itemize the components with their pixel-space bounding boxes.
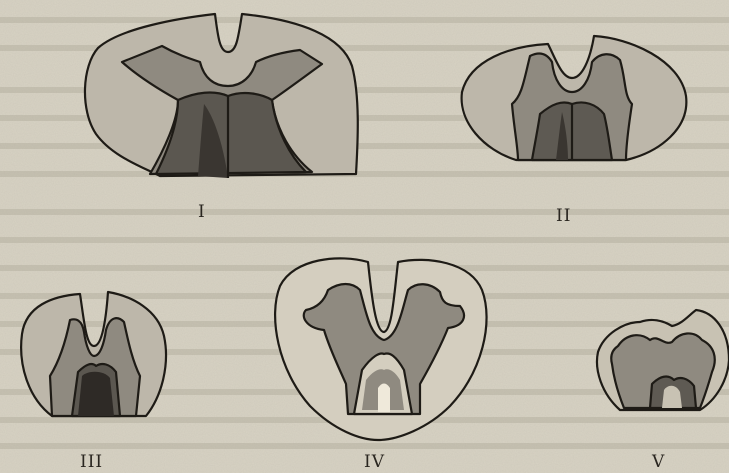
figure-4-label: IV: [364, 452, 385, 472]
figure-5-label: V: [652, 452, 665, 472]
figure-1-label: I: [198, 202, 206, 222]
figure-4-dark-center: [378, 384, 390, 413]
figure-3-dark-shading: [78, 372, 114, 416]
figure-3-label: III: [80, 452, 103, 472]
figure-2-label: II: [556, 206, 571, 226]
